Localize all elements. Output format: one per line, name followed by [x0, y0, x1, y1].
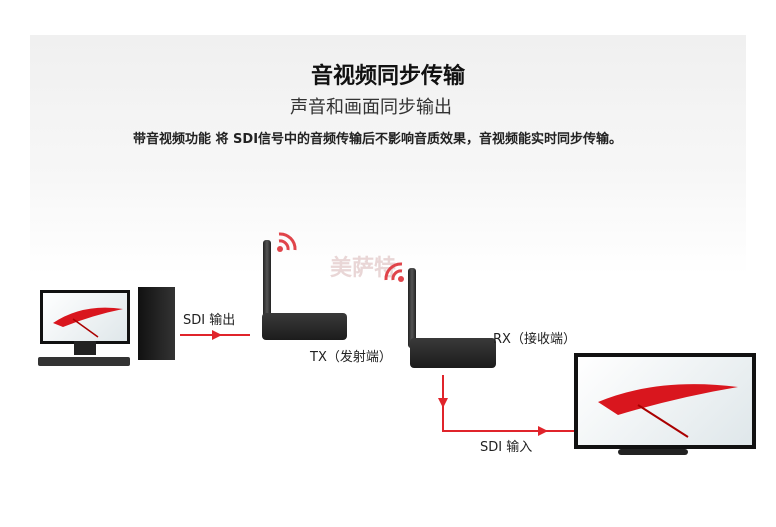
- rx-antenna: [408, 268, 416, 348]
- page-title: 音视频同步传输: [310, 64, 465, 89]
- page-subtitle: 声音和画面同步输出: [290, 97, 452, 118]
- feather-image: [53, 307, 123, 338]
- rx-label: RX（接收端）: [493, 332, 576, 347]
- background-band: [30, 35, 746, 275]
- tx-device: [262, 313, 347, 340]
- tx-label: TX（发射端）: [310, 350, 392, 365]
- pc-tower: [138, 287, 175, 360]
- tv-display: [574, 353, 756, 449]
- tx-antenna: [263, 240, 271, 322]
- tv-stand: [618, 449, 688, 455]
- wifi-signal-icon: [277, 232, 297, 252]
- sdi-in-line-horizontal: [442, 430, 575, 432]
- arrow-head: [212, 330, 222, 340]
- arrow-head: [438, 398, 448, 408]
- description: 带音视频功能 将 SDI信号中的音频传输后不影响音质效果，音视频能实时同步传输。: [133, 132, 623, 147]
- feather-image: [598, 384, 738, 438]
- wifi-signal-icon: [384, 262, 404, 282]
- sdi-out-label: SDI 输出: [183, 313, 236, 328]
- arrow-head: [538, 426, 548, 436]
- sdi-in-label: SDI 输入: [480, 440, 533, 455]
- pc-monitor: [40, 290, 130, 344]
- keyboard: [38, 357, 130, 366]
- monitor-stand: [74, 341, 96, 355]
- rx-device: [410, 338, 496, 368]
